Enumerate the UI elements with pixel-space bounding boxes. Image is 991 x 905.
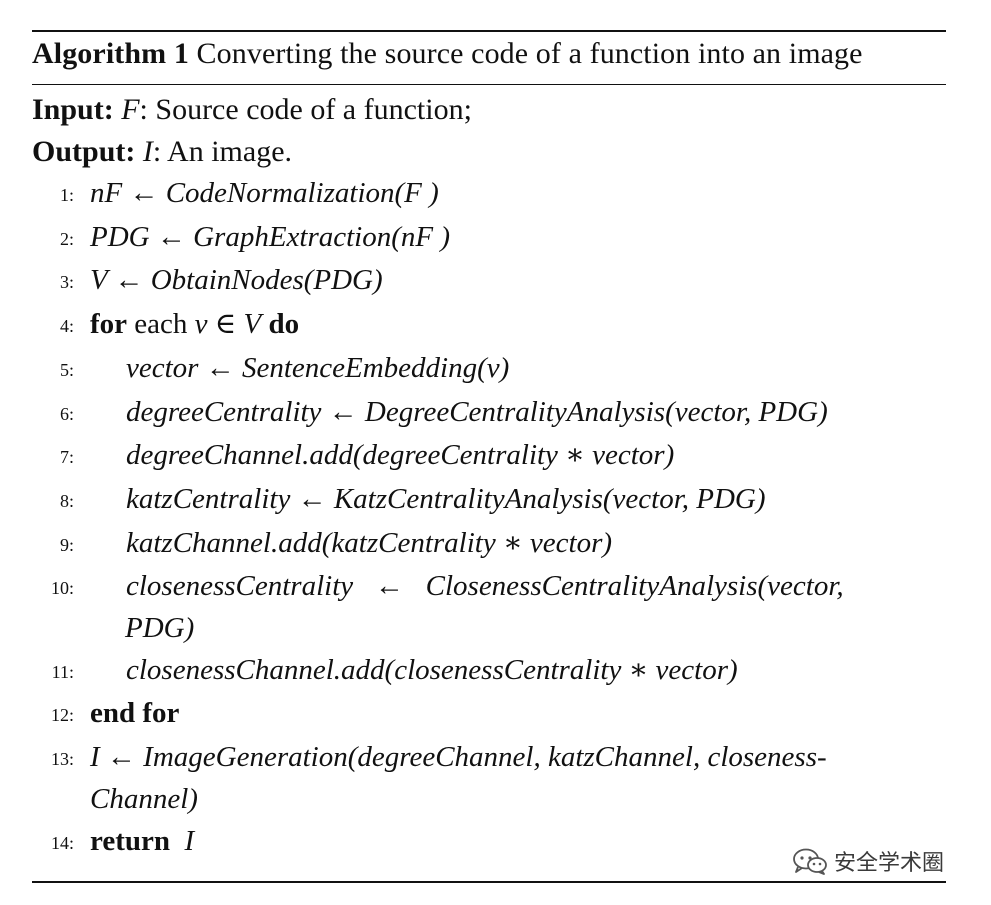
line-text: PDG ← GraphExtraction(nF ) — [90, 220, 451, 253]
line-text: I ← ImageGeneration(degreeChannel, katzC… — [74, 737, 946, 820]
caption-rule — [32, 84, 946, 85]
top-rule — [32, 30, 946, 32]
line-number: 11: — [51, 661, 74, 682]
algo-line-14: 14: return I — [32, 821, 946, 865]
line-text-part-2: PDG) — [125, 612, 195, 645]
line-text-part-1: I ← ImageGeneration(degreeChannel, katzC… — [90, 741, 827, 774]
algo-line-10: 10: closenessCentrality ← ClosenessCentr… — [32, 566, 946, 649]
line-number: 10: — [50, 578, 74, 599]
do-keyword: do — [268, 308, 300, 341]
input-text: : Source code of a function; — [139, 93, 472, 126]
line-text-part-1: closenessCentrality ← ClosenessCentralit… — [126, 570, 844, 603]
line-number: 4: — [59, 316, 74, 337]
algorithm-block: Algorithm 1 Converting the source code o… — [32, 30, 946, 864]
algorithm-lines: 1: nF ← CodeNormalization(F ) 2: PDG ← G… — [32, 173, 946, 864]
output-var: I — [142, 135, 153, 168]
algo-line-4: 4: for each v ∈ V do — [32, 304, 946, 348]
line-number: 1: — [59, 185, 74, 205]
return-var: I — [184, 824, 195, 857]
line-text: degreeChannel.add(degreeCentrality ∗ vec… — [126, 439, 675, 472]
output-keyword: Output: — [32, 135, 136, 168]
line-number: 5: — [59, 359, 74, 380]
algo-line-11: 11: closenessChannel.add(closenessCentra… — [32, 650, 946, 694]
output-text: : An image. — [152, 135, 293, 168]
input-keyword: Input: — [32, 93, 114, 126]
line-text: end for — [74, 693, 946, 737]
for-keyword: for — [90, 308, 128, 341]
watermark: 安全学术圈 — [792, 845, 944, 877]
algo-line-9: 9: katzChannel.add(katzCentrality ∗ vect… — [32, 523, 946, 567]
algo-line-6: 6: degreeCentrality ← DegreeCentralityAn… — [32, 392, 946, 436]
line-number: 6: — [59, 403, 74, 424]
algo-line-12: 12: end for — [32, 693, 946, 737]
wechat-icon — [793, 848, 827, 875]
algorithm-title: Converting the source code of a function… — [196, 37, 863, 70]
return-keyword: return — [90, 824, 171, 857]
line-number: 14: — [50, 832, 74, 853]
in-symbol: ∈ — [207, 308, 244, 341]
line-number: 3: — [59, 272, 74, 293]
line-text: katzCentrality ← KatzCentralityAnalysis(… — [126, 482, 766, 515]
line-text: vector ← SentenceEmbedding(v) — [126, 351, 510, 384]
line-text: closenessChannel.add(closenessCentrality… — [126, 653, 738, 686]
line-number: 12: — [50, 705, 74, 726]
loop-var: v — [194, 308, 208, 341]
end-for-keyword: end for — [90, 697, 180, 730]
algorithm-caption: Algorithm 1 Converting the source code o… — [32, 33, 946, 74]
line-number: 9: — [59, 534, 74, 555]
algo-line-13: 13: I ← ImageGeneration(degreeChannel, k… — [32, 737, 946, 820]
line-number: 8: — [59, 490, 74, 511]
line-text: for each v ∈ V do — [74, 304, 946, 348]
algorithm-label: Algorithm 1 — [32, 37, 189, 70]
algo-line-7: 7: degreeChannel.add(degreeCentrality ∗ … — [32, 435, 946, 479]
algo-line-8: 8: katzCentrality ← KatzCentralityAnalys… — [32, 479, 946, 523]
algo-line-2: 2: PDG ← GraphExtraction(nF ) — [32, 217, 946, 261]
line-text: nF ← CodeNormalization(F ) — [90, 177, 439, 209]
bottom-rule — [32, 881, 946, 883]
each-text: each — [127, 308, 195, 341]
algo-line-1: 1: nF ← CodeNormalization(F ) — [32, 173, 946, 217]
line-text: closenessCentrality ← ClosenessCentralit… — [74, 566, 946, 649]
line-number: 2: — [59, 228, 74, 249]
algo-line-3: 3: V ← ObtainNodes(PDG) — [32, 260, 946, 304]
line-text: katzChannel.add(katzCentrality ∗ vector) — [126, 526, 613, 559]
set-var: V — [243, 308, 262, 341]
line-number: 13: — [50, 749, 74, 770]
line-text-part-2: Channel) — [90, 782, 198, 815]
line-text: degreeCentrality ← DegreeCentralityAnaly… — [126, 395, 828, 428]
watermark-text: 安全学术圈 — [834, 851, 945, 876]
algo-line-5: 5: vector ← SentenceEmbedding(v) — [32, 348, 946, 392]
line-text: V ← ObtainNodes(PDG) — [90, 264, 383, 297]
input-line: Input: F: Source code of a function; — [32, 89, 946, 131]
input-var: F — [121, 93, 140, 126]
line-number: 7: — [59, 447, 74, 468]
output-line: Output: I: An image. — [32, 131, 946, 173]
line-text: return I — [74, 821, 946, 865]
